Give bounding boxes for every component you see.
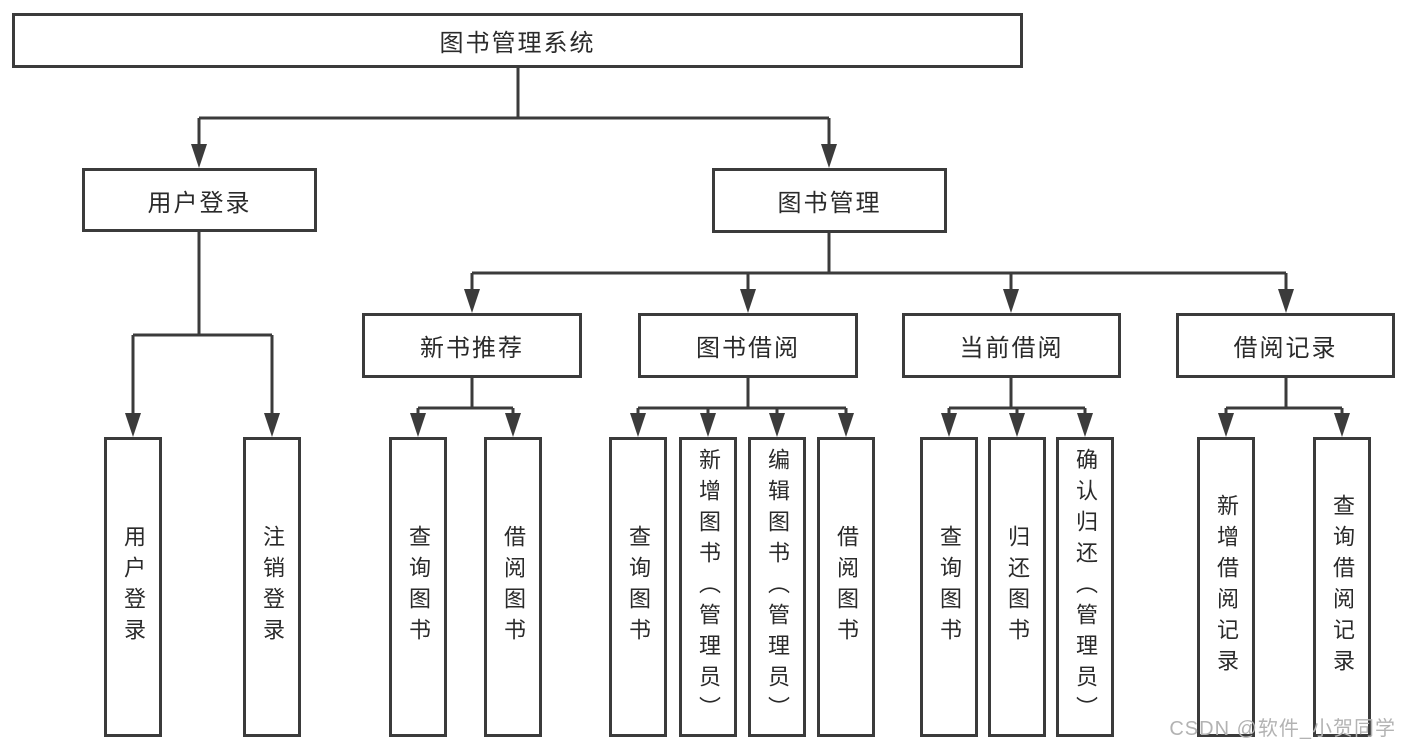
node-leaf-user-login: 用户登录	[104, 437, 162, 737]
node-leaf-borrow-books: 借阅图书	[817, 437, 875, 737]
node-root-label: 图书管理系统	[439, 30, 596, 57]
node-leaf-search-books-borrow: 查询图书	[609, 437, 667, 737]
node-leaf-search-books-recommend: 查询图书	[389, 437, 447, 737]
node-leaf-search-borrow-record: 查询借阅记录	[1313, 437, 1371, 737]
node-borrow-record-label: 借阅记录	[1233, 335, 1338, 362]
node-book-management: 图书管理	[712, 168, 947, 233]
node-book-management-label: 图书管理	[777, 190, 882, 217]
node-book-borrow: 图书借阅	[638, 313, 858, 378]
node-current-borrow: 当前借阅	[902, 313, 1121, 378]
branch-borrow-record	[1218, 378, 1350, 437]
csdn-watermark: CSDN @软件_小贺同学	[1169, 718, 1396, 740]
node-leaf-search-books-current: 查询图书	[920, 437, 978, 737]
node-book-borrow-label: 图书借阅	[696, 335, 800, 362]
node-borrow-record: 借阅记录	[1176, 313, 1395, 378]
node-leaf-add-borrow-record: 新增借阅记录	[1197, 437, 1255, 737]
node-leaf-confirm-return-admin: 确认归还（管理员）	[1056, 437, 1114, 737]
branch-user-login	[125, 232, 280, 437]
node-leaf-add-books-admin: 新增图书（管理员）	[679, 437, 737, 737]
node-leaf-borrow-books-recommend: 借阅图书	[484, 437, 542, 737]
branch-book-management	[464, 233, 1294, 313]
branch-new-book-recommend	[410, 378, 521, 437]
node-new-book-recommend-label: 新书推荐	[420, 335, 524, 362]
node-new-book-recommend: 新书推荐	[362, 313, 582, 378]
node-user-login: 用户登录	[82, 168, 317, 232]
node-leaf-logout: 注销登录	[243, 437, 301, 737]
node-leaf-edit-books-admin: 编辑图书（管理员）	[748, 437, 806, 737]
branch-root	[191, 68, 837, 168]
node-root: 图书管理系统	[12, 13, 1023, 68]
branch-book-borrow	[630, 378, 854, 437]
node-user-login-label: 用户登录	[147, 189, 252, 217]
branch-current-borrow	[941, 378, 1093, 437]
node-leaf-return-books: 归还图书	[988, 437, 1046, 737]
node-current-borrow-label: 当前借阅	[959, 335, 1064, 362]
